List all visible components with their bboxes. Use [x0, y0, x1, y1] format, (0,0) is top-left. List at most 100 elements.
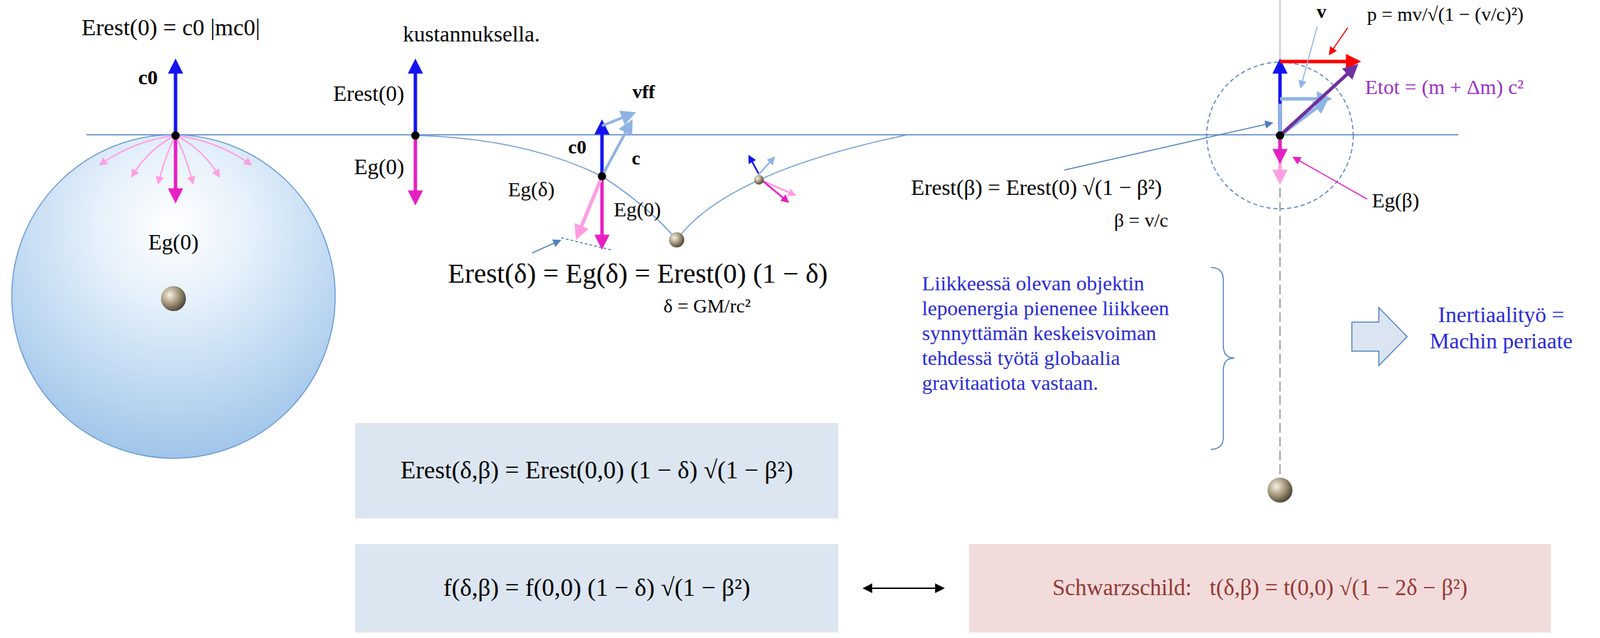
point-dot	[1275, 131, 1285, 140]
formula-label: Erest(δ) = Eg(δ) = Erest(0) (1 − δ)	[447, 257, 828, 291]
field-arrow	[175, 135, 251, 165]
trajectory-curve	[415, 135, 677, 240]
field-arrow	[175, 135, 220, 177]
label-holder: δ = GM/rc²	[663, 294, 751, 318]
vector-label: vff	[632, 80, 656, 104]
leader-line	[532, 240, 560, 253]
leader-line	[1293, 157, 1368, 200]
point-dot	[411, 131, 420, 140]
label-holder: p = mv/√(1 − (v/c)²)	[1367, 2, 1524, 27]
energy-label: Eg(0)	[353, 153, 405, 180]
box-formula: t(δ,β) = t(0,0) √(1 − 2δ − β²)	[1209, 574, 1468, 602]
double-arrow	[864, 587, 943, 589]
explanation-text: Liikkeessä olevan objektin lepoenergia p…	[921, 270, 1206, 396]
comparison-box: Schwarzschild:t(δ,β) = t(0,0) √(1 − 2δ −…	[968, 543, 1551, 633]
label-holder: Eg(0)	[613, 196, 661, 222]
formula-label: β = v/c	[1114, 208, 1169, 233]
mass-ball	[1267, 477, 1293, 503]
leader-line	[1329, 27, 1348, 54]
formula-label: Etot = (m + Δm) c²	[1365, 74, 1524, 100]
vector-label: v	[1316, 0, 1327, 24]
label-holder: Liikkeessä olevan objektin lepoenergia p…	[921, 270, 1206, 396]
formula-box: f(δ,β) = f(0,0) (1 − δ) √(1 − β²)	[355, 543, 839, 633]
label-holder: c0	[138, 64, 158, 90]
dashed-tick	[561, 237, 613, 251]
mass-ball	[161, 286, 186, 312]
label-holder: Eg(δ)	[507, 176, 555, 202]
trajectory-curve	[676, 134, 908, 240]
formula-label: δ = GM/rc²	[663, 294, 751, 318]
leader-line	[1300, 26, 1318, 88]
velocity-arrow	[601, 128, 628, 177]
label-holder: vff	[632, 80, 656, 104]
velocity-arrow	[601, 116, 627, 126]
planet-sphere: Eg(0)	[10, 133, 337, 460]
gravity-arrow	[1278, 135, 1283, 175]
label-holder: Etot = (m + Δm) c²	[1365, 74, 1524, 100]
label-holder: Erest(δ) = Eg(δ) = Erest(0) (1 − δ)	[447, 257, 828, 291]
gravity-arrow	[579, 176, 602, 231]
small-arrow	[749, 156, 759, 175]
formula-label: Erest(0) = c0 |mc0|	[81, 13, 260, 43]
label-holder: v	[1316, 0, 1327, 24]
label-holder: kustannuksella.	[402, 20, 540, 47]
gravity-arrow	[174, 135, 178, 193]
small-arrow	[763, 181, 795, 195]
curly-bracket	[1210, 267, 1235, 450]
block-arrow	[1351, 307, 1408, 366]
point-dot	[171, 131, 180, 140]
sphere-outline	[10, 133, 337, 460]
mass-ball	[669, 232, 685, 248]
text-fragment: kustannuksella.	[402, 20, 540, 47]
field-arrow	[158, 135, 176, 184]
vector-label: c0	[138, 64, 158, 90]
formula-label: Erest(β) = Erest(0) √(1 − β²)	[910, 174, 1162, 201]
velocity-arrow	[1278, 103, 1283, 136]
point-dot	[597, 172, 607, 181]
velocity-arrow	[1280, 97, 1322, 101]
dashed-axis	[1279, 187, 1281, 476]
leader-line	[1064, 123, 1272, 171]
label-holder: β = v/c	[1114, 208, 1169, 233]
gravity-arrow	[600, 176, 605, 240]
energy-label: Eg(δ)	[507, 176, 555, 202]
vector-label: c0	[568, 135, 587, 159]
mass-ball	[754, 174, 764, 185]
momentum-arrow	[1280, 60, 1351, 64]
gravity-arrow	[413, 135, 418, 195]
horizon-line	[86, 134, 1459, 136]
energy-label: Eg(0)	[613, 196, 661, 222]
light-arrow	[1278, 69, 1283, 136]
light-arrow	[174, 69, 178, 136]
label-holder: Erest(0)	[333, 80, 405, 107]
vector-label: c	[631, 146, 640, 171]
axis-line	[1280, 0, 1281, 62]
formula-label: p = mv/√(1 − (v/c)²)	[1367, 2, 1524, 27]
energy-label: Erest(0)	[333, 80, 405, 107]
light-arrow	[413, 69, 418, 136]
dashed-circle	[1206, 62, 1354, 209]
label-holder: Inertiaalityö = Machin periaate	[1425, 301, 1578, 355]
sphere-body	[11, 134, 336, 459]
box-formula: Eg(0)	[10, 228, 337, 256]
box-formula: f(δ,β) = f(0,0) (1 − δ) √(1 − β²)	[443, 572, 751, 603]
label-holder: c	[631, 146, 640, 171]
label-holder: Eg(β)	[1371, 187, 1420, 213]
label-holder: Erest(0) = c0 |mc0|	[81, 13, 260, 43]
light-arrow	[600, 129, 605, 177]
energy-arrow	[1280, 71, 1351, 136]
small-arrow	[758, 157, 775, 175]
label-holder: Erest(β) = Erest(0) √(1 − β²)	[910, 174, 1162, 201]
label-holder: c0	[568, 135, 587, 159]
field-arrow	[100, 135, 176, 165]
conclusion-text: Inertiaalityö = Machin periaate	[1425, 301, 1578, 355]
label-holder: Eg(0)	[353, 153, 405, 180]
energy-label: Eg(β)	[1371, 187, 1420, 213]
field-arrow	[132, 135, 176, 177]
formula-box: Erest(δ,β) = Erest(0,0) (1 − δ) √(1 − β²…	[355, 422, 839, 519]
small-arrow	[763, 181, 788, 202]
field-arrow	[175, 135, 193, 184]
box-formula: Erest(δ,β) = Erest(0,0) (1 − δ) √(1 − β²…	[400, 455, 794, 486]
